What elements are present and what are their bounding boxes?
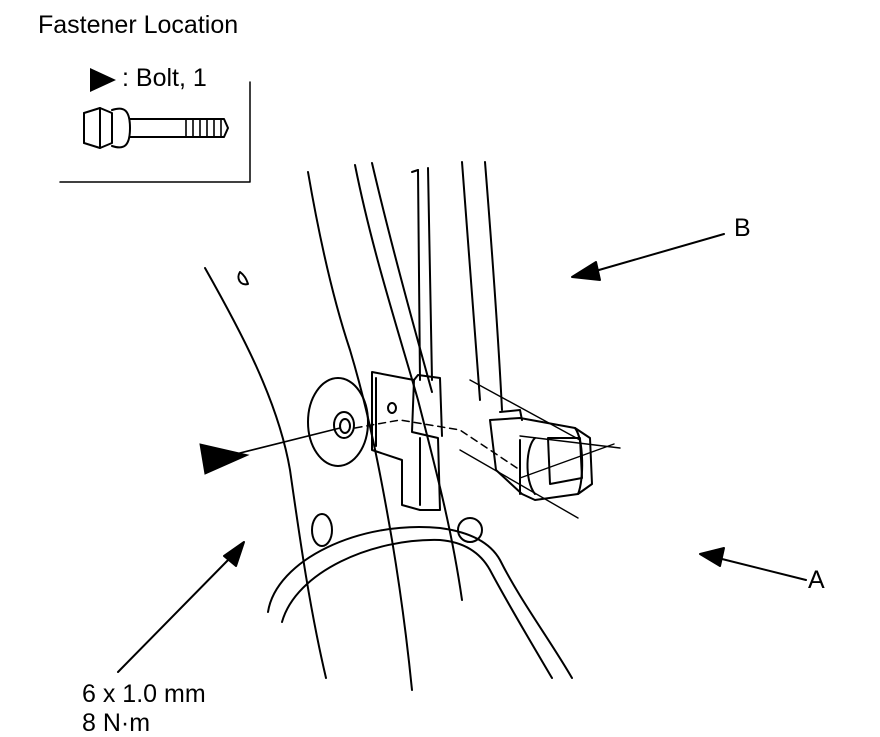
callout-a: A: [808, 566, 825, 594]
stopper-bracket: [371, 371, 443, 511]
torque-spec: 8 N·m: [82, 709, 151, 737]
arrow-b: [571, 233, 725, 281]
legend-box: [59, 81, 251, 183]
panel-outer-edge: [204, 267, 327, 679]
run-channel: [417, 167, 433, 381]
harness: [267, 526, 573, 679]
triangle-pointer-icon: [90, 68, 116, 92]
callout-b: B: [734, 214, 751, 242]
diagram-title: Fastener Location: [38, 11, 239, 39]
door-stopper: [489, 409, 593, 501]
bolt-pointer-icon: [199, 443, 250, 475]
bolt-icon: [83, 107, 229, 149]
legend-text: : Bolt, 1: [122, 64, 207, 92]
panel-inner-edge: [307, 171, 413, 691]
arrow-spec: [117, 541, 245, 673]
bolt-hole-boss: [307, 377, 369, 467]
lower-hole: [311, 513, 333, 547]
bolt-size-spec: 6 x 1.0 mm: [82, 680, 206, 708]
arrow-a: [699, 547, 807, 581]
